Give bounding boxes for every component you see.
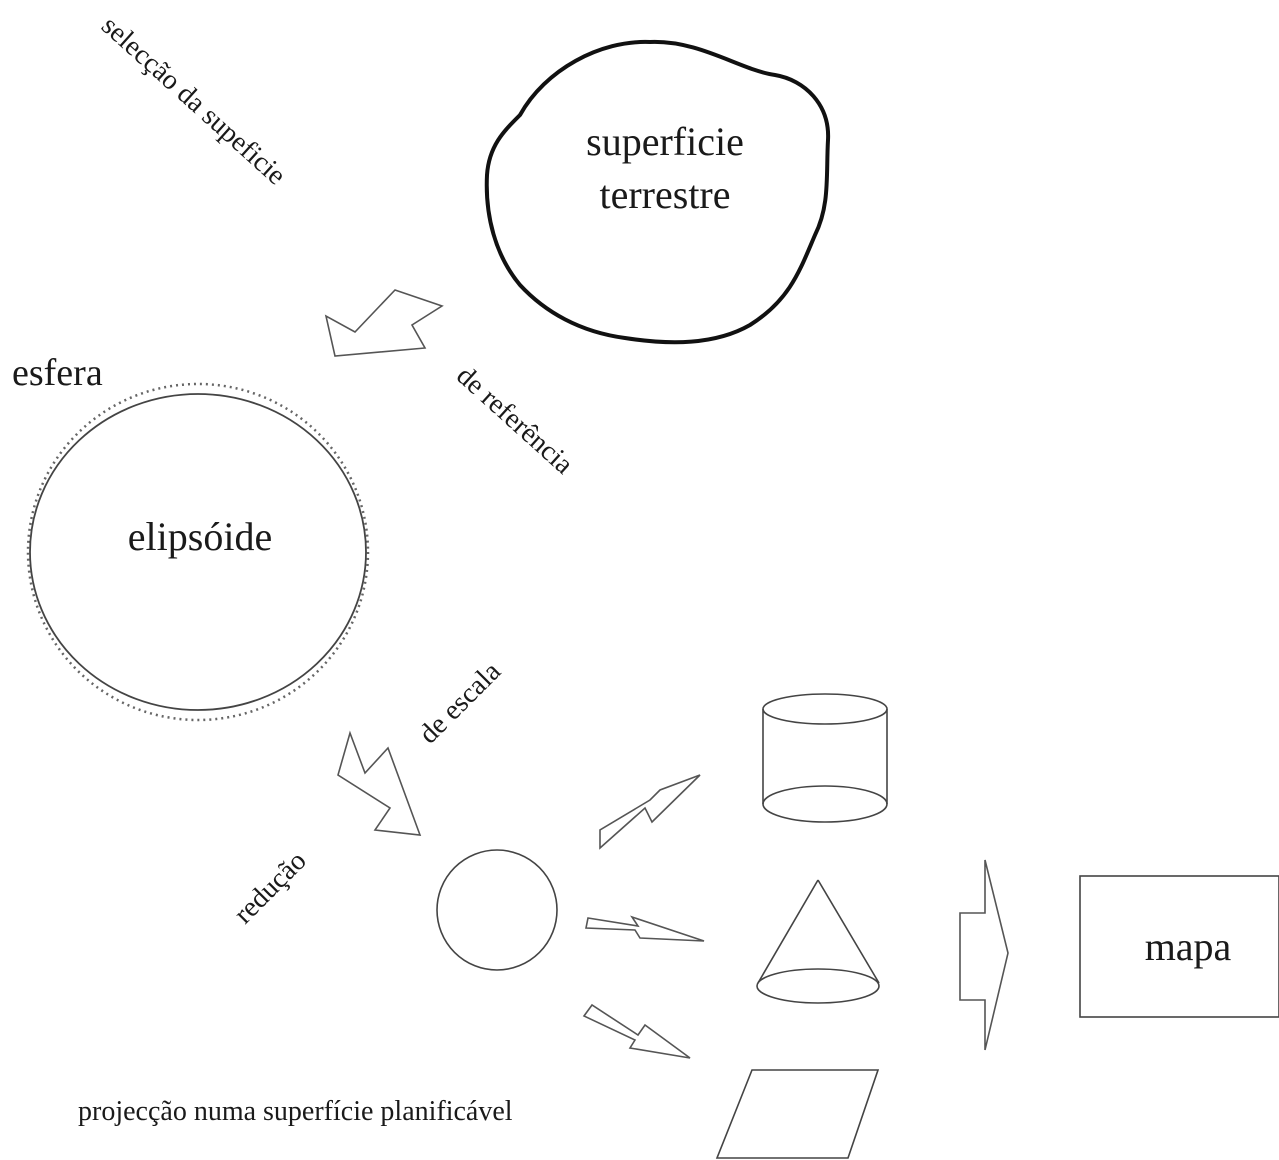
globe-circle (436, 849, 558, 971)
selection-label-part1: selecção da supeficie (95, 10, 291, 191)
ellipsoid-outline (29, 393, 367, 711)
sphere-label: esfera (12, 352, 103, 394)
arrow-to-plane (582, 1003, 691, 1059)
earth-label-line2: terrestre (599, 172, 730, 217)
arrow-reduction (337, 730, 422, 836)
sphere-outline (26, 382, 370, 722)
plane-shape (715, 1069, 880, 1159)
arrow-to-map (959, 859, 1009, 1051)
arrow-to-cone (585, 915, 705, 942)
cone-shape (756, 879, 880, 1004)
reduction-label-part2: de escala (413, 656, 507, 750)
selection-label-part2: de referência (450, 360, 579, 481)
reduction-label-part1: redução (228, 845, 313, 930)
earth-label-line1: superficie (586, 119, 744, 164)
projection-label: projecção numa superfície planificável (78, 1096, 513, 1127)
cylinder-shape (762, 693, 888, 823)
earth-surface-shape (484, 39, 831, 345)
map-box (1079, 875, 1279, 1018)
ellipsoid-label: elipsóide (128, 514, 272, 559)
map-label: mapa (1145, 924, 1232, 969)
arrow-selection (324, 289, 444, 357)
arrow-to-cylinder (599, 774, 701, 850)
